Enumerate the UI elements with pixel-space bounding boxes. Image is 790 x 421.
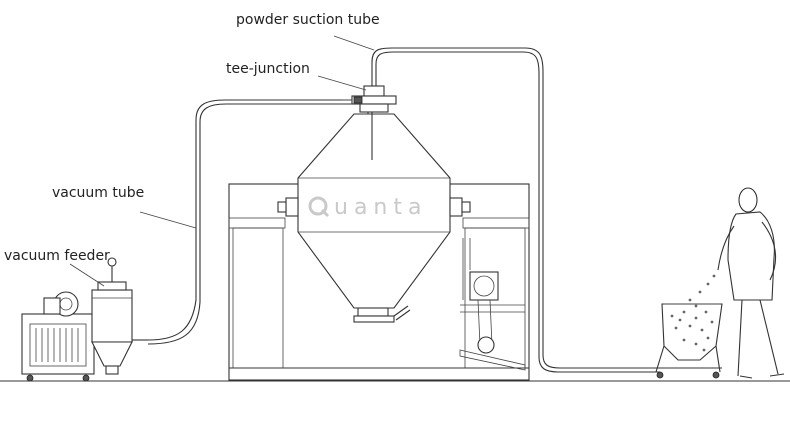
quanta-logo: uanta	[308, 195, 427, 220]
label-powder-suction-tube: powder suction tube	[236, 12, 380, 28]
leader-powder-suction-tube	[333, 35, 375, 51]
label-vacuum-feeder: vacuum feeder	[4, 248, 110, 264]
powder-suction-tube	[371, 47, 660, 369]
leader-vacuum-feeder	[69, 263, 105, 287]
label-vacuum-tube: vacuum tube	[52, 185, 144, 201]
receiving-hopper	[652, 274, 723, 379]
vacuum-tube	[147, 99, 355, 341]
leader-vacuum-tube	[139, 211, 197, 229]
operator-figure	[717, 187, 785, 379]
logo-text: uanta	[334, 195, 427, 220]
double-cone-vessel	[277, 113, 471, 323]
label-tee-junction: tee-junction	[226, 61, 310, 77]
vacuum-feeder-unit	[21, 257, 148, 382]
leader-tee-junction	[317, 75, 367, 91]
